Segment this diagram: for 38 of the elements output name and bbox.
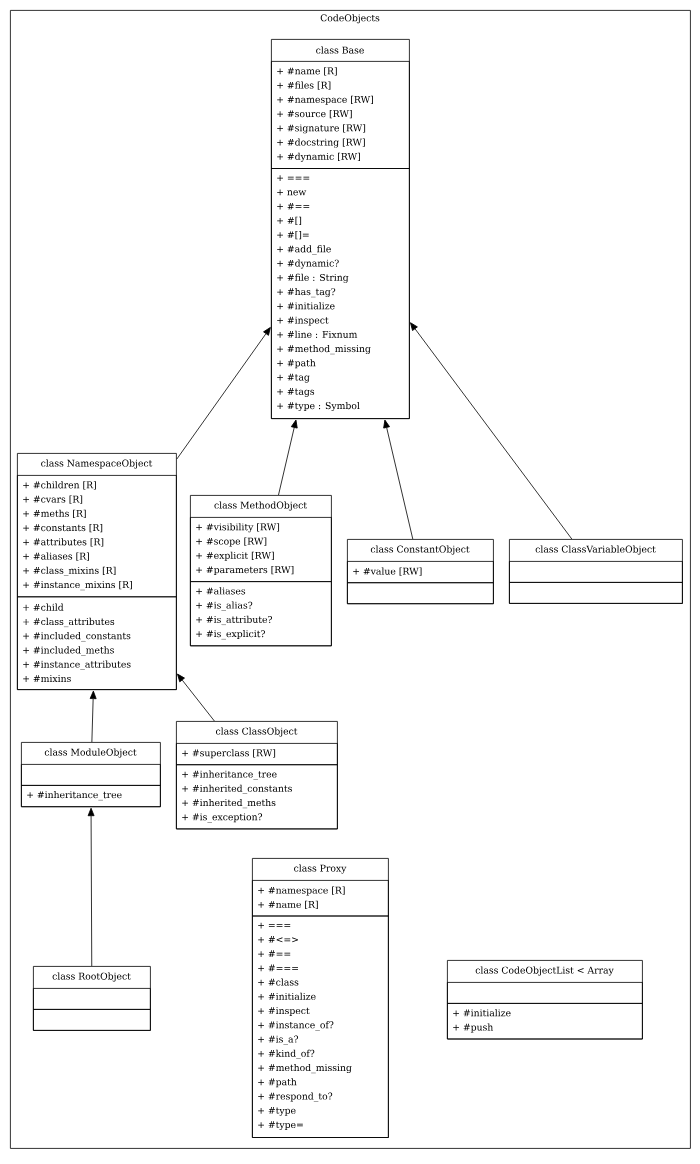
class-compartment (33, 1009, 151, 1031)
inheritance-arrow (278, 419, 298, 496)
class-compartment: + #child + #class_attributes + #included_constants + #included_meths + #instance_attributes + #mixins (17, 596, 177, 690)
inheritance-arrow (383, 419, 414, 540)
class-compartment: + #visibility [RW] + #scope [RW] + #explicit [RW] + #parameters [RW] (190, 517, 332, 582)
class-compartment: + #children [R] + #cvars [R] + #meths [R] + #constants [R] + #attributes [R] + #aliases [R] + #class_mixins [R] + #instance_mixins [R] (17, 475, 177, 598)
class-compartment (21, 764, 161, 786)
class-name: class ConstantObject (370, 545, 470, 555)
class-compartment: + #superclass [RW] (176, 743, 338, 766)
class-name: class MethodObject (214, 501, 307, 511)
class-compartment (447, 982, 643, 1004)
class-compartment: + #namespace [R] + #name [R] (252, 880, 389, 917)
frame-title: CodeObjects (320, 14, 380, 24)
class-compartment: + #inheritance_tree + #inherited_constants + #inherited_meths + #is_exception? (176, 764, 338, 830)
inheritance-arrow (410, 322, 573, 540)
class-name: class CodeObjectList < Array (475, 966, 614, 976)
class-compartment (33, 988, 151, 1010)
class-name: class Base (316, 46, 364, 54)
class-name: class Proxy (294, 864, 347, 874)
inheritance-arrow (89, 690, 97, 743)
class-name: class RootObject (52, 972, 131, 982)
class-name: class ModuleObject (44, 748, 137, 758)
inheritance-arrow (176, 327, 271, 460)
class-compartment: + #inheritance_tree (21, 785, 161, 808)
inheritance-arrow (87, 807, 95, 967)
inheritance-arrow (177, 673, 215, 722)
class-compartment: + #name [R] + #files [R] + #namespace [RW] + #source [RW] + #signature [RW] + #docstring [RW] + #dynamic [RW] (271, 61, 410, 169)
class-compartment: + === + new + #== + #[] + #[]= + #add_file + #dynamic? + #file : String + #has_tag? + #initialize + #inspect + #line : Fixnum + #method_missing + #path + #tag + #tags + #type : Symbol (271, 168, 410, 419)
class-compartment (509, 582, 683, 604)
class-compartment (509, 561, 683, 583)
class-compartment: + === + #<=> + #== + #=== + #class + #initialize + #inspect + #instance_of? + #is_a? + #kind_of? + #method_missing + #path + #respond_to? + #type + #type= (252, 915, 389, 1138)
class-compartment: + #value [RW] (347, 561, 494, 584)
class-name: class NamespaceObject (41, 459, 153, 469)
class-compartment (347, 582, 494, 605)
class-compartment: + #initialize + #push (447, 1003, 643, 1040)
class-name: class ClassVariableObject (535, 545, 656, 555)
class-name: class ClassObject (215, 727, 298, 737)
class-compartment: + #aliases + #is_alias? + #is_attribute? + #is_explicit? (190, 581, 332, 647)
